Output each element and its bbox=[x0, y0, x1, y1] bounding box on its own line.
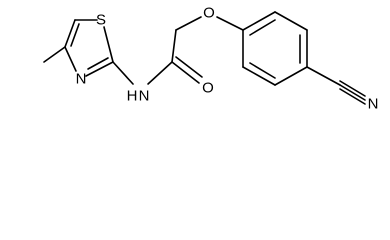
bond-methyl bbox=[43, 46, 66, 63]
bond-nh-carbonyl bbox=[147, 61, 173, 85]
bond-c2-nh bbox=[112, 61, 134, 85]
nitrile-group bbox=[306, 66, 366, 105]
bond-ring-5 bbox=[242, 66, 276, 86]
amide-linkage bbox=[112, 16, 244, 85]
bond-carbonyl-ch2 bbox=[171, 29, 177, 63]
bond-ring-2 bbox=[274, 11, 308, 31]
amide-nitrogen-label: N bbox=[139, 88, 150, 105]
bond-c4-c5-double bbox=[70, 23, 80, 47]
nitrile-nitrogen-label: N bbox=[368, 96, 379, 113]
bond-ch2-ether-oxygen bbox=[175, 16, 202, 31]
benzene-ring bbox=[242, 11, 308, 86]
bond-ring-inner-3 bbox=[249, 62, 276, 79]
bond-s-c2 bbox=[103, 26, 114, 63]
bond-c2-n3-double bbox=[87, 57, 109, 70]
thiazole-ring bbox=[43, 19, 114, 77]
carbonyl-oxygen-label: O bbox=[202, 80, 214, 97]
bond-nitrile-triple-2 bbox=[339, 84, 366, 101]
bond-nitrile-triple-1 bbox=[339, 80, 366, 97]
bond-ether-oxygen-ring bbox=[216, 16, 244, 31]
bond-ring-4 bbox=[274, 66, 308, 86]
thiazole-nitrogen-label: N bbox=[76, 71, 87, 88]
bond-ring-1 bbox=[242, 11, 276, 31]
amide-hydrogen-label: H bbox=[127, 88, 138, 105]
bond-ring-inner-1 bbox=[249, 19, 276, 36]
sulfur-label: S bbox=[96, 12, 106, 29]
bond-c2-n3 bbox=[85, 61, 114, 77]
bond-carbonyl-oxygen bbox=[171, 61, 200, 84]
ether-oxygen-label: O bbox=[203, 5, 215, 22]
bond-carbonyl-oxygen-double bbox=[175, 56, 203, 78]
bond-nitrile-triple-3 bbox=[339, 88, 366, 105]
bond-n3-c4 bbox=[64, 46, 77, 72]
bond-ring-nitrile-carbon bbox=[306, 66, 341, 86]
chemical-structure-diagram: S N H N O O N bbox=[43, 5, 379, 113]
bond-c4-c5 bbox=[64, 19, 76, 48]
